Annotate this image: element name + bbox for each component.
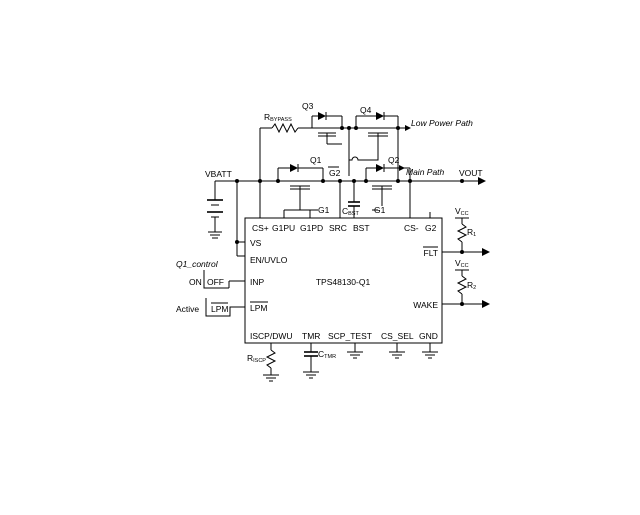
wake-pullup: VCC R2 (455, 258, 476, 304)
pin-iscp-dwu: ISCP/DWU (250, 331, 293, 341)
g1-label-a: G1 (318, 205, 330, 215)
q3-transistor (311, 112, 344, 145)
pin-g1pu: G1PU (272, 223, 295, 233)
junction-dot (460, 179, 464, 183)
g1-label-b: G1 (374, 205, 386, 215)
vcc1-label: VCC (455, 206, 469, 217)
junction-dot (460, 302, 464, 306)
lpp-arrow (405, 125, 411, 131)
pin-cs-plus: CS+ (252, 223, 269, 233)
pin-gnd: GND (419, 331, 438, 341)
pin-src: SRC (329, 223, 347, 233)
cs-sel-ground (389, 343, 405, 359)
g2-label: G2 (329, 168, 341, 178)
lpm-signal (205, 298, 245, 317)
rbypass-resistor (271, 122, 299, 134)
q1-control-label: Q1_control (176, 259, 219, 269)
q4-label: Q4 (360, 105, 372, 115)
cbst-label: CBST (342, 206, 359, 217)
vout-label: VOUT (459, 168, 483, 178)
pin-bst: BST (353, 223, 370, 233)
lpm-ctrl-label: LPM (211, 304, 228, 314)
r2-label: R2 (467, 280, 476, 291)
riscp-label: RISCP (247, 353, 266, 364)
q1-label: Q1 (310, 155, 322, 165)
r1-resistor (456, 223, 468, 243)
pin-inp: INP (250, 277, 265, 287)
main-path-label: Main Path (406, 167, 445, 177)
pin-en-uvlo: EN/UVLO (250, 255, 288, 265)
ic-name: TPS48130-Q1 (316, 277, 371, 287)
pin-wake: WAKE (413, 300, 438, 310)
pin-cs-sel: CS_SEL (381, 331, 414, 341)
low-power-path-label: Low Power Path (411, 118, 473, 128)
pin-flt: FLT (424, 248, 438, 258)
on-label: ON (189, 277, 202, 287)
q2-label: Q2 (388, 155, 400, 165)
g2-gate-wire (348, 128, 379, 161)
q1-control-signal (203, 270, 229, 289)
scp-test-ground (347, 343, 363, 359)
ctmr-capacitor (303, 343, 319, 379)
mp-arrow (399, 165, 405, 171)
riscp-resistor (263, 343, 279, 382)
q4-transistor (355, 112, 400, 144)
pin-lpm: LPM (250, 303, 267, 313)
battery-symbol (207, 181, 223, 239)
r1-label: R1 (467, 227, 476, 238)
r2-resistor (456, 275, 468, 295)
wake-arrow (482, 300, 490, 308)
pin-scp-test: SCP_TEST (328, 331, 372, 341)
vcc2-label: VCC (455, 258, 469, 269)
active-label: Active (176, 304, 199, 314)
rbypass-label: RBYPASS (264, 112, 292, 123)
pin-tmr: TMR (302, 331, 320, 341)
vbatt-label: VBATT (205, 169, 232, 179)
q1-transistor (277, 164, 324, 196)
flt-pullup: VCC R1 (455, 206, 476, 252)
flt-arrow (482, 248, 490, 256)
junction-dot (235, 240, 239, 244)
pin-cs-minus: CS- (404, 223, 419, 233)
gnd-ground (422, 343, 438, 359)
pin-g2: G2 (425, 223, 437, 233)
junction-dot (460, 250, 464, 254)
pin-g1pd: G1PD (300, 223, 323, 233)
vout-arrow (478, 177, 486, 185)
pin-vs: VS (250, 238, 262, 248)
ctmr-label: CTMR (318, 349, 336, 360)
q3-label: Q3 (302, 101, 314, 111)
off-label: OFF (207, 277, 224, 287)
